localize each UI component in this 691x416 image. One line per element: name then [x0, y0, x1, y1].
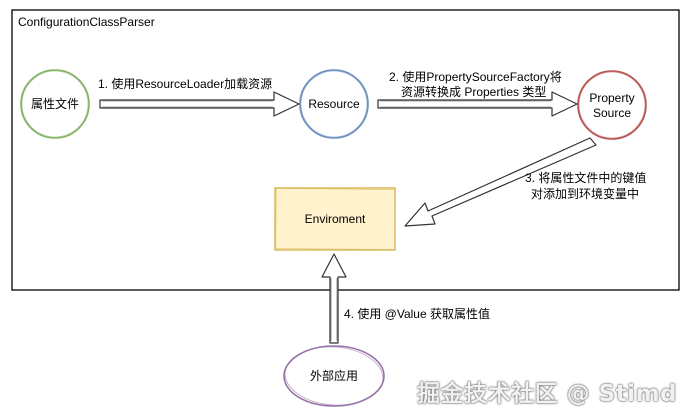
node-external-app: 外部应用 — [283, 345, 385, 407]
node-properties-file-label: 属性文件 — [31, 96, 79, 111]
node-property-source-label-1: Property — [589, 91, 634, 105]
node-environment: Enviroment — [274, 187, 396, 251]
node-resource-label: Resource — [308, 97, 360, 111]
arrow-load-resource — [99, 91, 300, 117]
node-resource: Resource — [299, 69, 369, 139]
edge-3-label-2: 对添加到环境变量中 — [531, 186, 639, 201]
edge-2-label-2: 资源转换成 Properties 类型 — [401, 84, 546, 99]
node-external-app-label: 外部应用 — [310, 368, 358, 383]
watermark: 掘金技术社区 @ Stimd — [417, 381, 677, 407]
node-environment-label: Enviroment — [305, 212, 366, 226]
node-properties-file: 属性文件 — [20, 69, 90, 139]
arrow-get-value — [321, 253, 347, 344]
node-property-source-label-2: Source — [593, 106, 631, 120]
container-title: ConfigurationClassParser — [18, 15, 155, 29]
arrow-add-to-environment — [404, 137, 597, 227]
edge-1-label: 1. 使用ResourceLoader加载资源 — [98, 76, 272, 91]
edge-2-label-1: 2. 使用PropertySourceFactory将 — [389, 69, 562, 84]
edge-4-label: 4. 使用 @Value 获取属性值 — [344, 306, 490, 321]
edge-3-label-1: 3. 将属性文件中的键值 — [525, 170, 646, 185]
node-property-source: Property Source — [577, 70, 647, 140]
arrow-convert-properties — [377, 91, 578, 117]
